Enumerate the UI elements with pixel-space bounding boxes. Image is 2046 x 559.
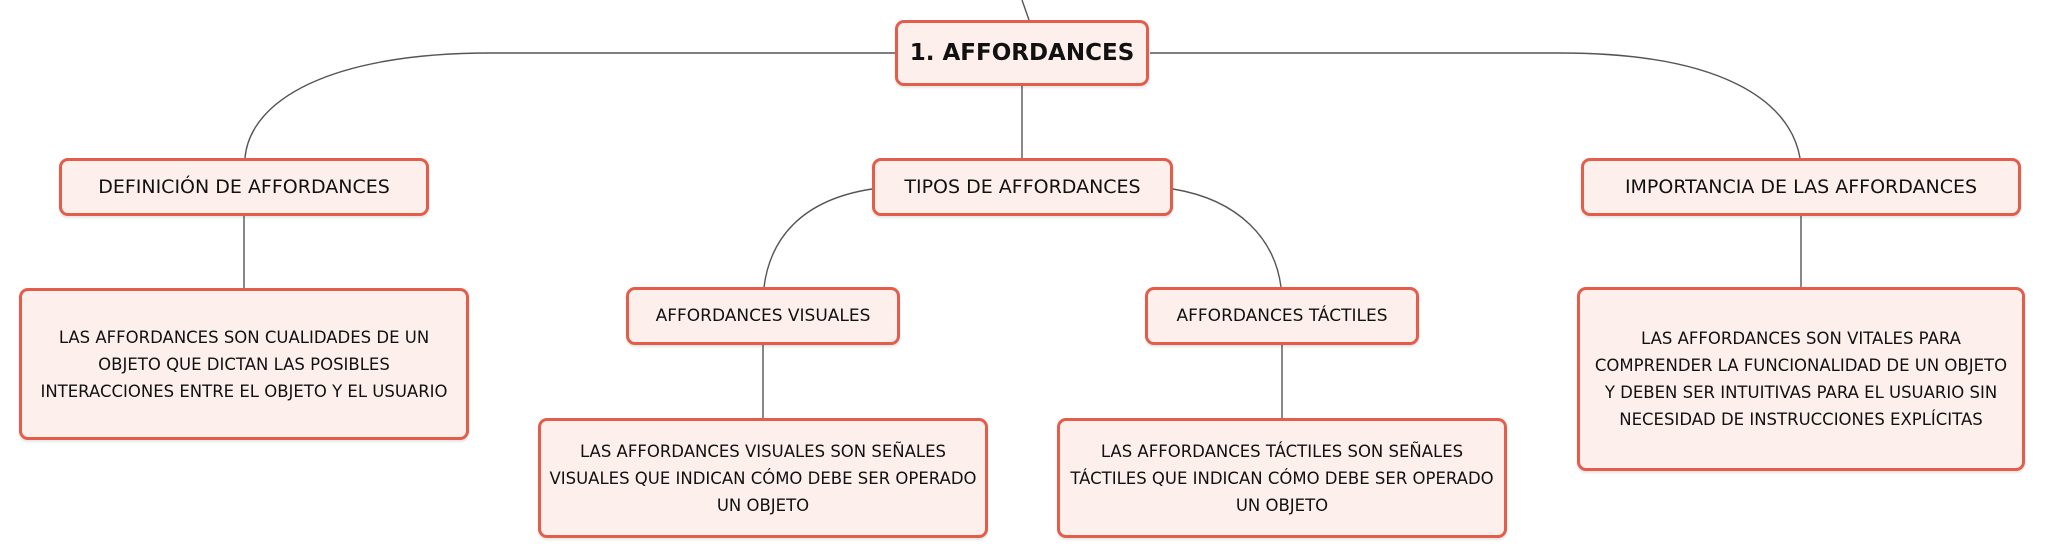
connector-root-definicion xyxy=(244,52,895,159)
node-label: TIPOS DE AFFORDANCES xyxy=(904,176,1141,198)
node-label: AFFORDANCES VISUALES xyxy=(655,306,871,326)
node-tactiles[interactable]: AFFORDANCES TÁCTILES xyxy=(1145,287,1419,345)
node-label: LAS AFFORDANCES VISUALES SON SEÑALES VIS… xyxy=(549,441,977,515)
node-definicion-texto[interactable]: LAS AFFORDANCES SON CUALIDADES DE UN OBJ… xyxy=(19,288,469,440)
node-tactiles-texto[interactable]: LAS AFFORDANCES TÁCTILES SON SEÑALES TÁC… xyxy=(1057,418,1507,538)
node-label: DEFINICIÓN DE AFFORDANCES xyxy=(98,176,390,198)
node-label: IMPORTANCIA DE LAS AFFORDANCES xyxy=(1624,176,1978,198)
node-definicion[interactable]: DEFINICIÓN DE AFFORDANCES xyxy=(59,158,429,216)
node-importancia-texto[interactable]: LAS AFFORDANCES SON VITALES PARA COMPREN… xyxy=(1577,287,2025,471)
node-visuales-texto[interactable]: LAS AFFORDANCES VISUALES SON SEÑALES VIS… xyxy=(538,418,988,538)
node-label: LAS AFFORDANCES SON VITALES PARA COMPREN… xyxy=(1594,329,2008,429)
node-label: 1. AFFORDANCES xyxy=(909,40,1135,66)
node-label: AFFORDANCES TÁCTILES xyxy=(1176,306,1388,326)
node-importancia[interactable]: IMPORTANCIA DE LAS AFFORDANCES xyxy=(1581,158,2021,216)
connector-root-importancia xyxy=(1150,52,1801,159)
node-tipos[interactable]: TIPOS DE AFFORDANCES xyxy=(872,158,1173,216)
connector-tipos-visuales xyxy=(763,188,873,288)
node-label: LAS AFFORDANCES SON CUALIDADES DE UN OBJ… xyxy=(40,327,448,401)
node-affordances-root[interactable]: 1. AFFORDANCES xyxy=(895,20,1149,86)
node-visuales[interactable]: AFFORDANCES VISUALES xyxy=(626,287,900,345)
connector-incoming-root xyxy=(1021,0,1030,21)
node-label: LAS AFFORDANCES TÁCTILES SON SEÑALES TÁC… xyxy=(1070,441,1494,515)
connector-tipos-tactiles xyxy=(1172,188,1282,288)
